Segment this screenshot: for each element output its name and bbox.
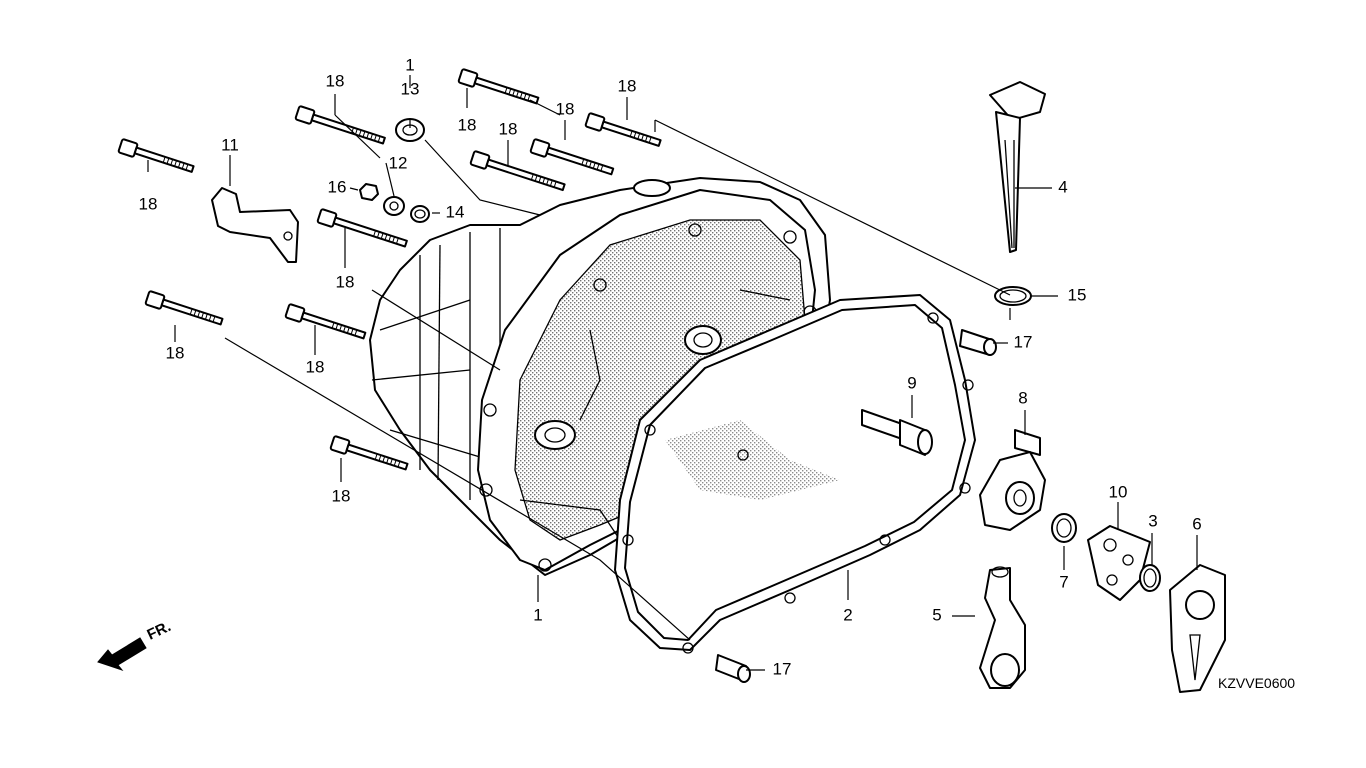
callout-13: 13: [401, 79, 420, 98]
callout-8: 8: [1018, 388, 1027, 407]
plate-part: [1087, 525, 1151, 601]
callout-5: 5: [932, 605, 941, 624]
callout-10: 10: [1109, 482, 1128, 501]
callout-labels: 1 13 18 18 18 18 18 18 18 18 18 18 11 12…: [139, 55, 1202, 678]
callout-18-i: 18: [306, 357, 325, 376]
callout-15: 15: [1068, 285, 1087, 304]
stud-pin-part: [861, 409, 933, 456]
cam-plate-part: [1169, 564, 1226, 693]
callout-18-f: 18: [139, 194, 158, 213]
callout-11: 11: [221, 135, 239, 154]
callout-18-e: 18: [499, 119, 518, 138]
diagram-code: KZVVE0600: [1218, 675, 1295, 691]
callout-3: 3: [1148, 511, 1157, 530]
callout-18-a: 18: [326, 71, 345, 90]
washer-part: [383, 196, 405, 216]
fr-label: FR.: [145, 618, 174, 644]
shift-arm-part: [979, 566, 1026, 689]
callout-18-h: 18: [166, 343, 185, 362]
callout-18-j: 18: [332, 486, 351, 505]
leader-lines: [147, 75, 1198, 671]
callout-17-b: 17: [773, 659, 792, 678]
callout-6: 6: [1192, 514, 1201, 533]
callout-17-a: 17: [1014, 332, 1033, 351]
o-ring-part: [410, 205, 430, 223]
crankcase-cover-part: [369, 177, 831, 576]
nut-part: [359, 183, 379, 201]
shift-drum-part: [979, 429, 1046, 531]
collar-part: [1051, 513, 1077, 543]
callout-18-d: 18: [618, 76, 637, 95]
callout-9: 9: [907, 373, 916, 392]
small-o-ring-part: [1139, 564, 1161, 592]
oil-level-gauge-part: [989, 81, 1046, 253]
callout-18-c: 18: [556, 99, 575, 118]
front-direction-arrow: FR.: [97, 618, 174, 672]
callout-4: 4: [1058, 177, 1067, 196]
callout-7: 7: [1059, 572, 1068, 591]
gasket-part: [614, 294, 976, 654]
callout-14: 14: [446, 202, 465, 221]
callout-1-top: 1: [405, 55, 414, 74]
callout-16: 16: [328, 177, 347, 196]
bracket-part: [211, 187, 299, 263]
callout-12: 12: [389, 153, 408, 172]
callout-1-bottom: 1: [533, 605, 542, 624]
flange-bolt-part: [117, 68, 662, 471]
callout-2: 2: [843, 605, 852, 624]
callout-18-g: 18: [336, 272, 355, 291]
callout-18-b: 18: [458, 115, 477, 134]
